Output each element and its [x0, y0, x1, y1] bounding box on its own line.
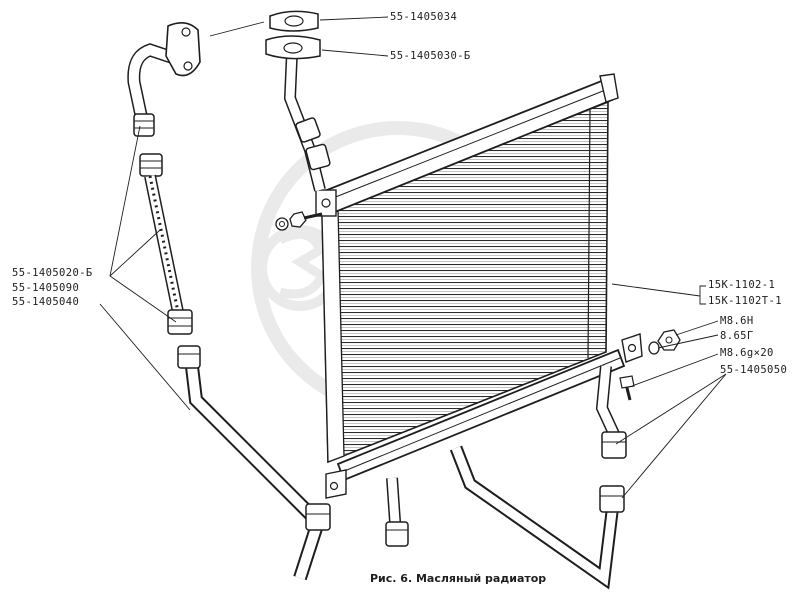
callout-pipe-right: 55-1405050: [720, 364, 788, 376]
bottom-middle-oil-pipe: [385, 477, 409, 547]
bottom-right-oil-pipe: [449, 365, 627, 590]
figure-caption: Рис. 6. Масляный радиатор: [370, 572, 547, 585]
upper-middle-oil-pipe: [283, 51, 331, 192]
callout-nut: М8.6Н: [720, 315, 754, 327]
right-fasteners: [619, 329, 681, 401]
flexible-oil-hose: [144, 174, 193, 335]
callout-hose-part-3: 55-1405040: [12, 296, 80, 308]
radiator-bottom-tank: [325, 333, 643, 499]
callout-hose-part-2: 55-1405090: [12, 282, 80, 294]
radiator-top-tank: [315, 73, 619, 217]
callout-washer: 8.65Г: [720, 330, 754, 342]
callout-radiator-1: 15К-1102-1: [708, 279, 776, 291]
callout-gasket-lower: 55-1405030-Б: [390, 50, 471, 62]
top-tank-fasteners: [275, 211, 323, 231]
leader-lines: [99, 16, 727, 499]
gasket-lower: [265, 35, 321, 60]
callout-radiator-2: 15К-1102Т-1: [708, 295, 782, 307]
upper-left-oil-pipe: [127, 22, 201, 177]
callout-bolt: М8.6g×20: [720, 347, 774, 359]
gasket-upper: [269, 10, 319, 32]
callout-gasket-upper: 55-1405034: [390, 11, 458, 23]
lower-left-oil-pipe: [177, 345, 331, 581]
callout-hose-part-1: 55-1405020-Б: [12, 267, 93, 279]
